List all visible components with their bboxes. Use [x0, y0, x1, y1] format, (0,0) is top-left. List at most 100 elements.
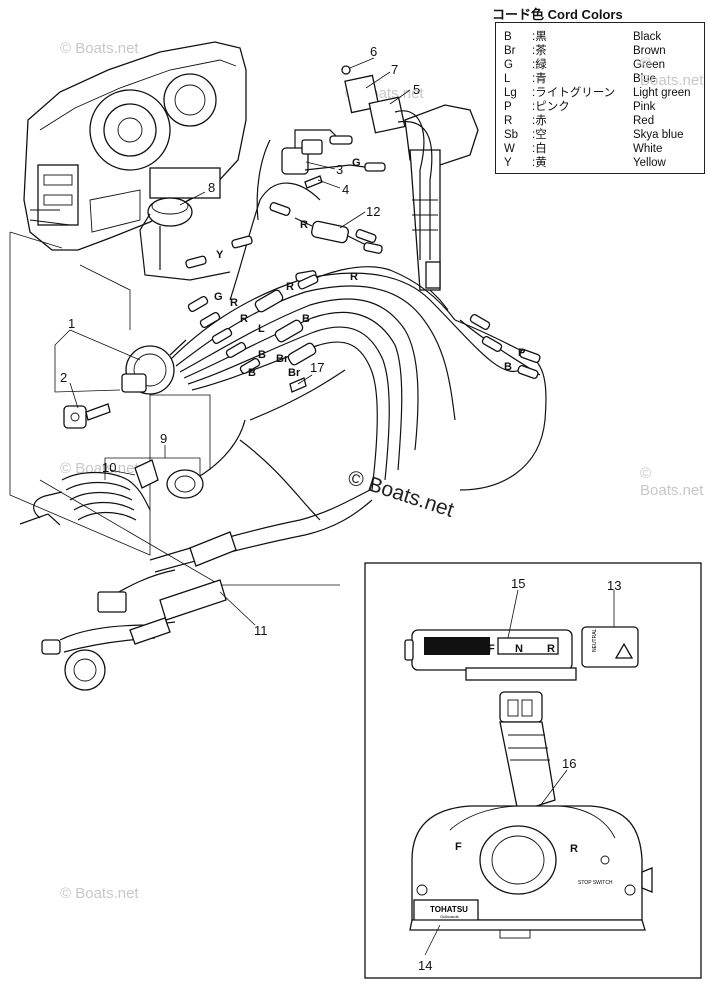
watermark: © Boats.net [60, 460, 139, 477]
legend-row: B :黒 Black [504, 31, 698, 44]
stop-switch-label: STOP SWITCH [578, 880, 613, 886]
callout-4: 4 [342, 182, 349, 197]
cord-color-legend: B :黒 Black Br :茶 Brown G :緑 Green L :青 B… [495, 22, 705, 174]
legend-en: Brown [633, 45, 666, 57]
callout-11: 11 [254, 623, 268, 638]
part-13-neutral-sticker [581, 626, 639, 668]
wire-label-r: R [240, 313, 248, 325]
legend-jp: :ピンク [532, 101, 570, 113]
watermark: © Boats.net [60, 885, 139, 902]
legend-en: Yellow [633, 157, 666, 169]
watermark: © Boats.net [640, 55, 704, 89]
control-lever [404, 104, 479, 311]
legend-code: Y [504, 157, 512, 169]
wire-label-br: Br [276, 353, 289, 365]
part-10-lanyard [19, 459, 159, 526]
wire-label-b: B [504, 361, 512, 373]
legend-code: Lg [504, 87, 517, 99]
wire-label-r: R [300, 219, 308, 231]
wire-label-b: B [248, 367, 256, 379]
legend-code: G [504, 59, 513, 71]
legend-row: L :青 Blue [504, 73, 698, 86]
wire-label-b: B [258, 349, 266, 361]
legend-code: R [504, 115, 513, 127]
legend-code: Br [504, 45, 516, 57]
wire-label-g: G [352, 157, 361, 169]
callout-9: 9 [160, 431, 167, 446]
wire-label-r: R [350, 271, 358, 283]
wire-label-l: L [258, 323, 265, 335]
callout-16: 16 [562, 756, 576, 771]
callout-14: 14 [418, 958, 432, 973]
legend-jp: :空 [532, 129, 547, 141]
wire-label-b: B [302, 313, 310, 325]
indicator-n-label: N [515, 643, 523, 655]
control-housing [23, 41, 247, 251]
legend-row: P :ピンク Pink [504, 101, 698, 114]
legend-en: Green [633, 59, 665, 71]
legend-code: P [504, 101, 512, 113]
indicator-r-label: R [547, 643, 555, 655]
legend-code: B [504, 31, 512, 43]
lever-r-label: R [570, 843, 578, 855]
legend-title: コード色 Cord Colors [492, 7, 623, 22]
legend-jp: :茶 [532, 45, 547, 57]
part-12-connector [294, 217, 383, 254]
legend-en: Pink [633, 101, 656, 113]
callout-1: 1 [68, 316, 75, 331]
legend-en: Black [633, 31, 662, 43]
wire-label-br: Br [288, 367, 301, 379]
lever-f-label: F [455, 841, 462, 853]
bullet-connectors [185, 202, 541, 379]
part-1-ignition-switch [121, 339, 187, 395]
callout-5: 5 [413, 82, 420, 97]
callout-6: 6 [370, 44, 377, 59]
callout-12: 12 [366, 204, 380, 219]
legend-en: Skya blue [633, 129, 684, 141]
wire-label-g: G [214, 291, 223, 303]
legend-en: Light green [633, 87, 691, 99]
part-8-buzzer [139, 197, 231, 281]
legend-code: W [504, 143, 515, 155]
callout-15: 15 [511, 576, 525, 591]
indicator-f-label: F [488, 643, 495, 655]
legend-code: L [504, 73, 511, 85]
legend-row: Lg :ライトグリーン Light green [504, 87, 698, 100]
brand-label: TOHATSU [430, 905, 468, 914]
legend-jp: :青 [532, 73, 547, 85]
callout-2: 2 [60, 370, 67, 385]
legend-row: Sb :空 Skya blue [504, 129, 698, 142]
legend-jp: :緑 [532, 59, 547, 71]
legend-en: Red [633, 115, 655, 127]
legend-jp: :白 [532, 143, 547, 155]
legend-code: Sb [504, 129, 519, 141]
part-3-coil [281, 129, 386, 189]
legend-row: R :赤 Red [504, 115, 698, 128]
callout-3: 3 [336, 162, 343, 177]
wire-label-r: R [286, 281, 294, 293]
part-16-lever [499, 691, 556, 813]
legend-row: Y :黄 Yellow [504, 157, 698, 170]
legend-row: G :緑 Green [504, 59, 698, 72]
legend-jp: :黄 [532, 157, 547, 169]
legend-jp: :黒 [532, 31, 547, 43]
part-11-harness [41, 489, 373, 691]
callout-17: 17 [310, 360, 324, 375]
neutral-sticker-label: NEUTRAL [592, 628, 598, 652]
part-15-shift-indicator [404, 629, 577, 681]
legend-row: W :白 White [504, 143, 698, 156]
wire-label-r: R [230, 297, 238, 309]
watermark: © Boats.net [60, 40, 139, 57]
brand-sub-label: Outboards [440, 914, 459, 919]
part-2-key [63, 403, 111, 429]
leader-lines [54, 57, 615, 956]
legend-row: Br :茶 Brown [504, 45, 698, 58]
wire-label-y: Y [216, 249, 224, 261]
part-9-stop-switch [166, 419, 246, 499]
legend-en: Blue [633, 73, 657, 85]
callout-13: 13 [607, 578, 621, 593]
legend-jp: :ライトグリーン [532, 87, 616, 99]
callout-8: 8 [208, 180, 215, 195]
callout-10: 10 [102, 460, 116, 475]
wire-label-p: P [518, 347, 525, 359]
